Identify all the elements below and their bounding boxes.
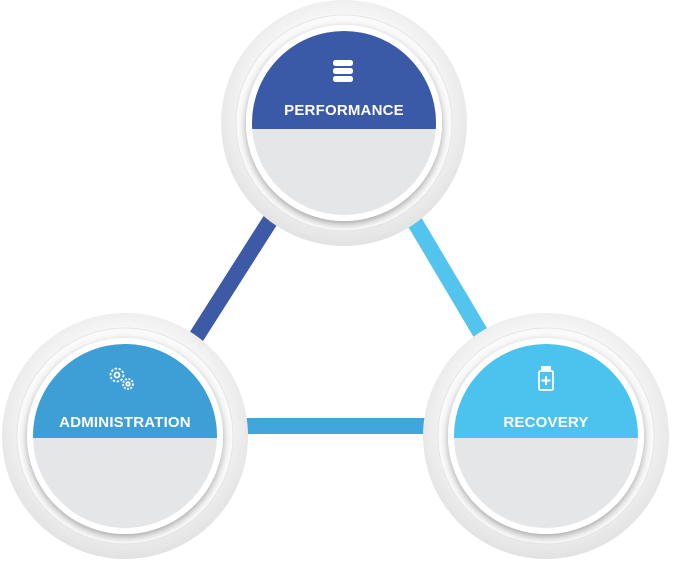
node-label-administration: ADMINISTRATION	[59, 414, 191, 431]
node-label-recovery: RECOVERY	[503, 414, 589, 431]
gears-icon	[109, 367, 134, 390]
database-icon	[333, 60, 353, 82]
node-performance	[221, 0, 467, 246]
node-administration	[2, 313, 248, 559]
connector-performance-recovery	[397, 199, 500, 359]
node-recovery	[423, 313, 669, 559]
connector-performance-administration	[177, 197, 289, 361]
medicine-bottle-icon	[538, 366, 554, 391]
node-label-performance: PERFORMANCE	[284, 102, 404, 119]
